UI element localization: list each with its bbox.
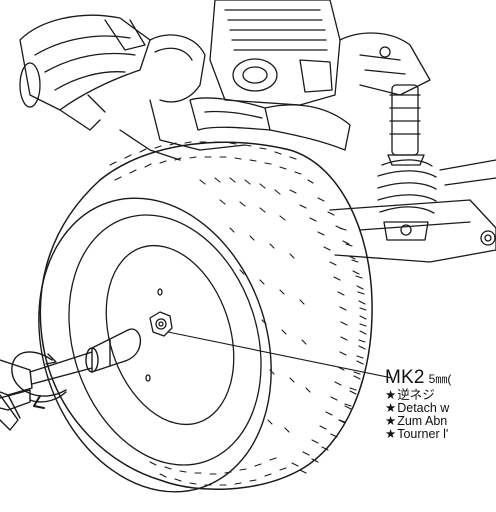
note-text: Zum Abn — [397, 414, 448, 428]
part-size: 5㎜( — [428, 372, 452, 386]
note-de: ★Zum Abn — [385, 415, 451, 428]
wrench-tool-drawing — [0, 328, 142, 431]
note-jp: ★逆ネジ — [385, 389, 451, 402]
suspension-arm-drawing — [329, 159, 496, 263]
star-icon: ★ — [385, 388, 397, 402]
tire-tread-pattern — [109, 141, 367, 486]
star-icon: ★ — [385, 414, 397, 428]
star-icon: ★ — [385, 427, 397, 441]
note-text: Detach w — [397, 401, 450, 415]
note-en: ★Detach w — [385, 402, 451, 415]
note-text: Tourner l' — [397, 427, 449, 441]
shock-absorber-drawing — [377, 84, 437, 241]
wheel-hub-nut — [149, 311, 173, 337]
note-fr: ★Tourner l' — [385, 428, 451, 441]
tire-drawing — [38, 141, 373, 493]
chassis-engine-drawing — [19, 0, 431, 161]
star-icon: ★ — [385, 401, 397, 415]
part-code: MK2 — [385, 367, 425, 388]
note-text: 逆ネジ — [397, 388, 435, 402]
callout-leader-line — [167, 331, 393, 379]
